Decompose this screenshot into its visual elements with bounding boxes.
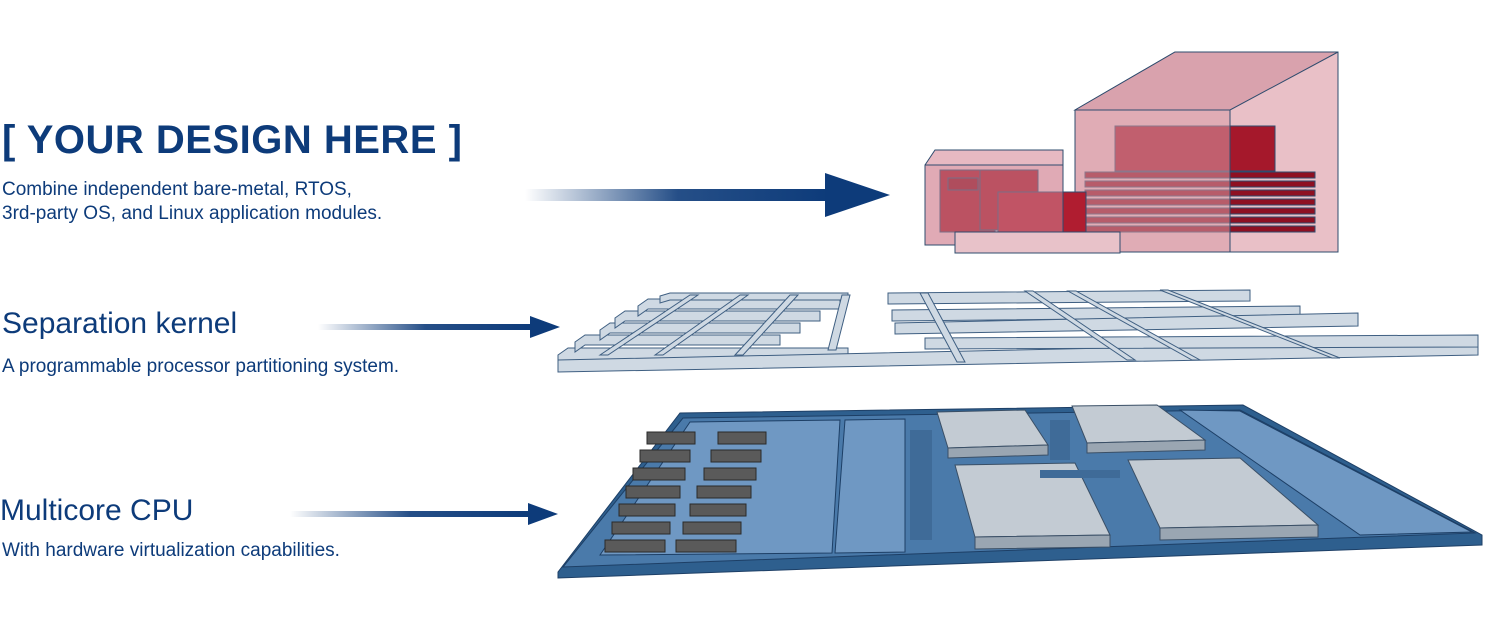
separation-kernel-grid bbox=[557, 289, 1479, 373]
cpu-layer-description: With hardware virtualization capabilitie… bbox=[2, 540, 340, 561]
cpu-layer-title: Multicore CPU bbox=[0, 494, 194, 527]
partition-modules bbox=[924, 51, 1339, 254]
design-desc-line-2: 3rd-party OS, and Linux application modu… bbox=[2, 203, 383, 224]
design-layer-description: Combine independent bare-metal, RTOS, 3r… bbox=[2, 178, 382, 226]
multicore-cpu-chip bbox=[557, 404, 1483, 579]
kernel-layer-title: Separation kernel bbox=[2, 307, 238, 340]
arrow-kernel bbox=[318, 316, 560, 338]
kernel-layer-description: A programmable processor partitioning sy… bbox=[2, 356, 400, 377]
design-desc-line-1: Combine independent bare-metal, RTOS, bbox=[2, 179, 352, 200]
arrow-design bbox=[525, 173, 890, 217]
arrow-cpu bbox=[290, 503, 558, 525]
design-layer-title: [ YOUR DESIGN HERE ] bbox=[2, 118, 463, 162]
